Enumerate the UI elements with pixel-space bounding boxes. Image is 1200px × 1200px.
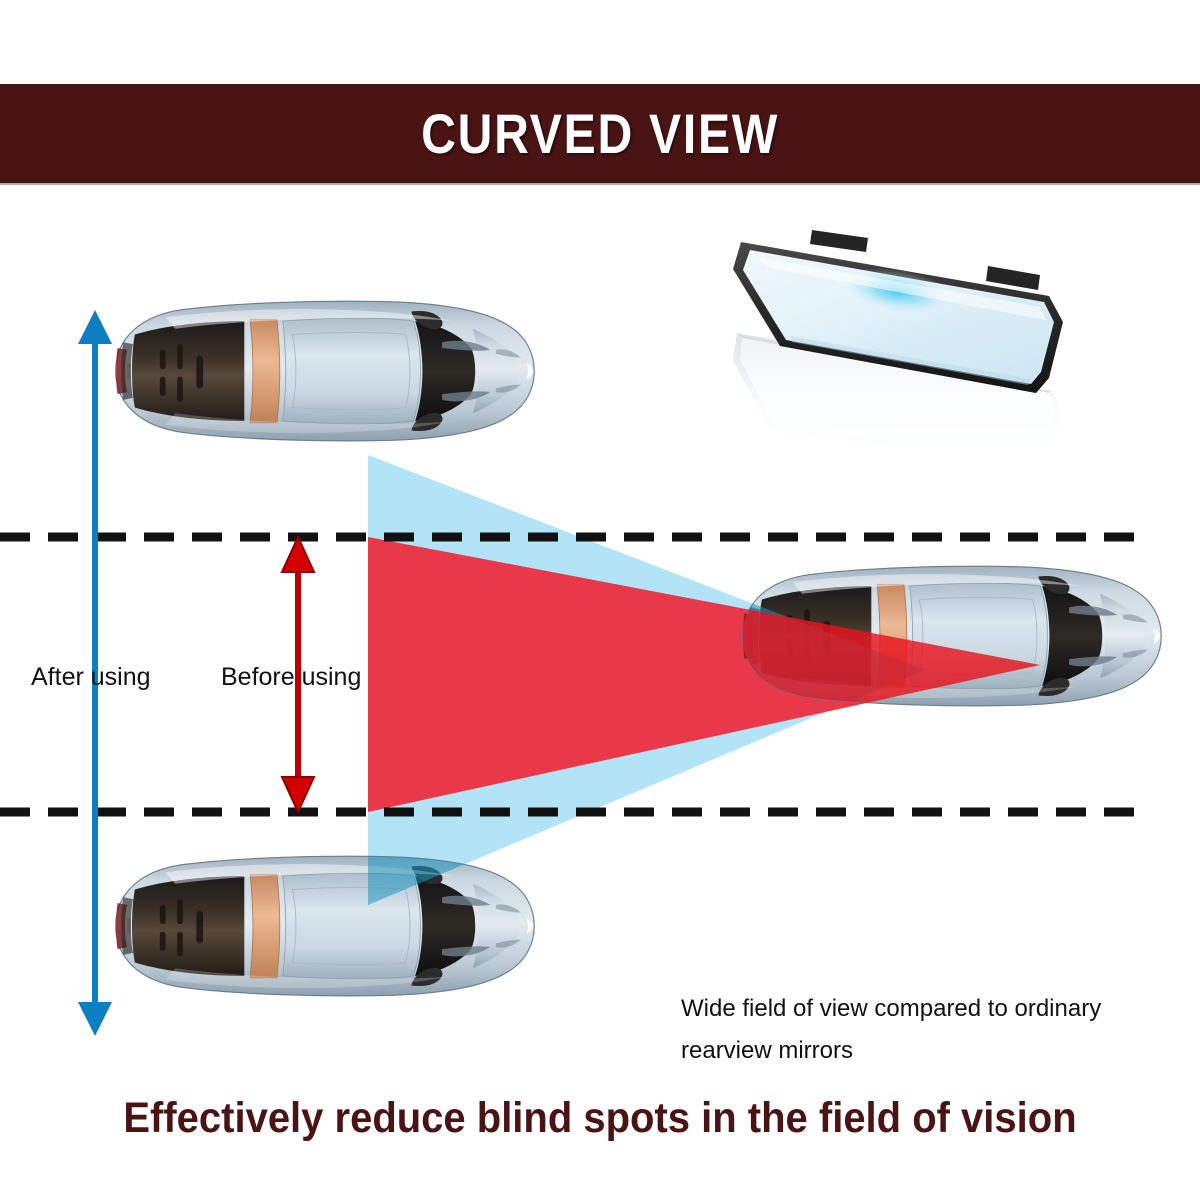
before-using-arrow	[280, 534, 316, 815]
car-bottom-left	[115, 855, 535, 997]
page-title: CURVED VIEW	[421, 102, 779, 165]
car-top-left	[115, 300, 535, 442]
wide-view-note-line2: rearview mirrors	[681, 1037, 854, 1064]
bottom-caption: Effectively reduce blind spots in the fi…	[123, 1094, 1077, 1142]
wide-view-note-line1: Wide field of view compared to ordinary	[681, 995, 1102, 1022]
after-using-label: After using	[31, 663, 151, 691]
wide-view-note: Wide field of view compared to ordinary …	[681, 988, 1151, 1072]
before-using-label: Before using	[221, 663, 362, 691]
after-using-arrow	[78, 310, 112, 1036]
header-banner: CURVED VIEW	[0, 84, 1200, 183]
red-view-cone	[368, 537, 1040, 812]
rearview-mirror-product	[733, 230, 1063, 466]
mirror-glass	[743, 250, 1054, 384]
